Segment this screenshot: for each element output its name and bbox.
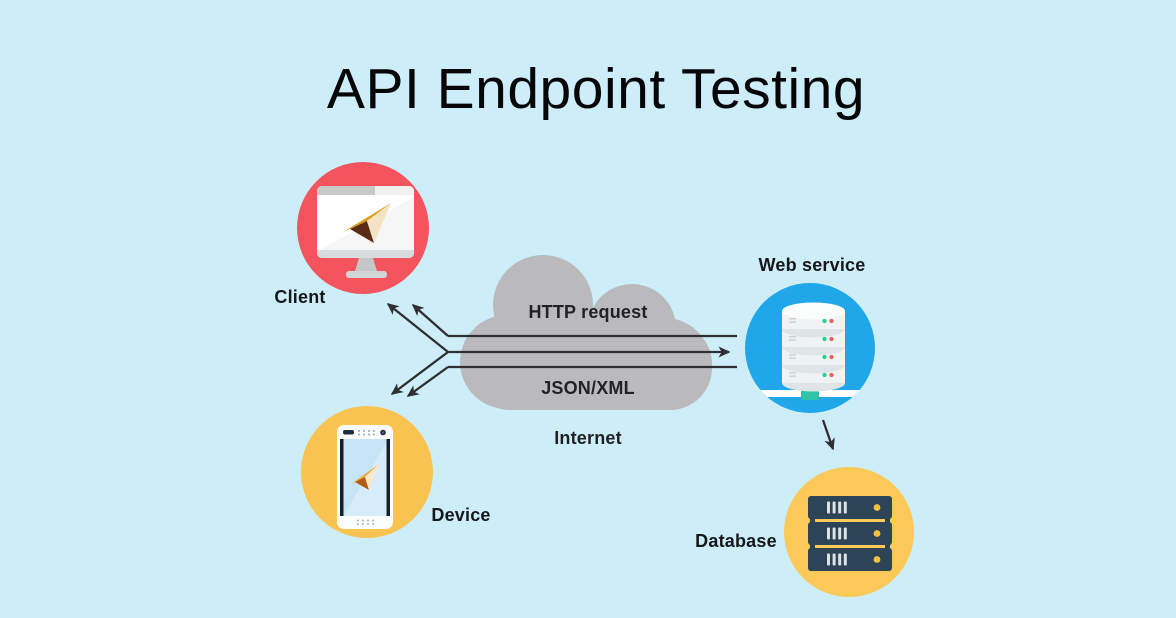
phone-sensor-dots <box>358 430 375 436</box>
phone-speaker <box>343 430 354 435</box>
internet-label: Internet <box>554 428 622 448</box>
request-response-arrows <box>386 303 835 451</box>
http-request-label: HTTP request <box>528 302 647 322</box>
server-unit <box>808 496 892 519</box>
server-rack-icon <box>808 496 892 571</box>
smartphone-icon <box>337 425 393 529</box>
web-service-node: Web service <box>745 255 875 413</box>
json-xml-label: JSON/XML <box>541 378 635 398</box>
server-unit <box>808 548 892 571</box>
bottom-response-line <box>406 365 737 397</box>
db-disk <box>782 302 845 338</box>
middle-request-line <box>386 303 731 395</box>
server-unit <box>808 522 892 545</box>
device-node: Device <box>301 406 490 538</box>
webservice-to-database-arrow <box>821 419 835 451</box>
monitor-stand <box>355 258 377 271</box>
monitor-icon <box>317 186 414 278</box>
client-node: Client <box>274 162 429 307</box>
top-response-line <box>411 304 737 338</box>
client-label: Client <box>274 287 325 307</box>
database-cylinder-stack-icon <box>782 302 845 392</box>
web-service-label: Web service <box>759 255 866 275</box>
phone-bottom-dots <box>357 519 374 525</box>
paper-plane-icon <box>351 464 379 490</box>
database-label: Database <box>695 531 777 551</box>
database-node: Database <box>695 467 914 597</box>
paper-plane-icon <box>343 203 391 243</box>
page-title: API Endpoint Testing <box>327 57 865 121</box>
monitor-base <box>346 271 387 278</box>
device-label: Device <box>431 505 490 525</box>
